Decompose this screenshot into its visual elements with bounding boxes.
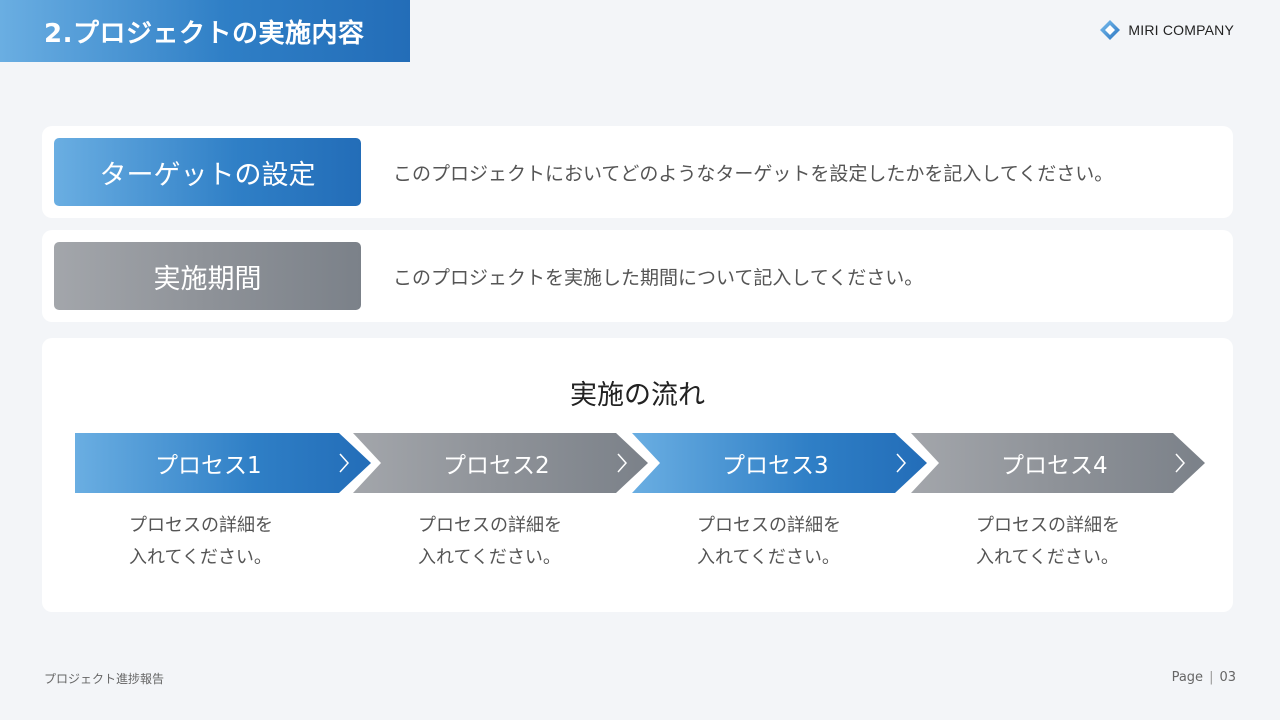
chevron-shape [75, 433, 371, 493]
process-step-label: プロセス2 [443, 453, 550, 479]
chevron-right-icon [617, 453, 628, 473]
description-line: プロセスの詳細を [129, 515, 273, 536]
process-step-label: プロセス1 [155, 453, 262, 479]
process-step-2-description: プロセスの詳細を 入れてください。 [418, 510, 562, 574]
process-step-3-description: プロセスの詳細を 入れてください。 [697, 510, 841, 574]
description-line: プロセスの詳細を [697, 515, 841, 536]
page-title: 2.プロジェクトの実施内容 [44, 18, 365, 49]
period-label: 実施期間 [153, 263, 262, 295]
chevron-shape [353, 433, 648, 493]
process-step-label: プロセス3 [722, 453, 829, 479]
company-logo: MIRI COMPANY [1100, 20, 1234, 40]
chevron-right-icon [896, 453, 907, 473]
company-name: MIRI COMPANY [1128, 22, 1234, 38]
description-line: 入れてください。 [976, 547, 1119, 568]
process-step-1-description: プロセスの詳細を 入れてください。 [129, 510, 273, 574]
description-line: プロセスの詳細を [418, 515, 562, 536]
description-line: 入れてください。 [697, 547, 840, 568]
page-indicator: Page | 03 [1172, 670, 1236, 685]
chevron-right-icon [339, 453, 350, 473]
process-step-3: プロセス3 [632, 433, 927, 493]
title-tab: 2.プロジェクトの実施内容 [0, 0, 410, 62]
description-line: 入れてください。 [129, 547, 272, 568]
period-row: 実施期間 このプロジェクトを実施した期間について記入してください。 [42, 230, 1233, 322]
diamond-logo-icon [1100, 20, 1121, 40]
description-line: 入れてください。 [418, 547, 561, 568]
period-description: このプロジェクトを実施した期間について記入してください。 [393, 266, 924, 289]
chevron-shape [911, 433, 1205, 493]
process-step-label: プロセス4 [1001, 453, 1108, 479]
footer-project-name: プロジェクト進捗報告 [44, 672, 165, 686]
description-line: プロセスの詳細を [976, 515, 1120, 536]
period-label-box: 実施期間 [54, 242, 361, 310]
page-number: 03 [1219, 670, 1236, 685]
target-description: このプロジェクトにおいてどのようなターゲットを設定したかを記入してください。 [393, 162, 1114, 185]
process-step-4-description: プロセスの詳細を 入れてください。 [976, 510, 1120, 574]
process-step-4: プロセス4 [911, 433, 1205, 493]
chevron-shape [632, 433, 927, 493]
process-step-2: プロセス2 [353, 433, 648, 493]
flow-title: 実施の流れ [570, 380, 705, 411]
page-separator: | [1209, 670, 1214, 685]
target-row: ターゲットの設定 このプロジェクトにおいてどのようなターゲットを設定したかを記入… [42, 126, 1233, 218]
process-step-1: プロセス1 [75, 433, 371, 493]
target-label: ターゲットの設定 [99, 159, 316, 191]
target-label-box: ターゲットの設定 [54, 138, 361, 206]
chevron-right-icon [1175, 453, 1186, 473]
page-label: Page [1171, 670, 1204, 685]
